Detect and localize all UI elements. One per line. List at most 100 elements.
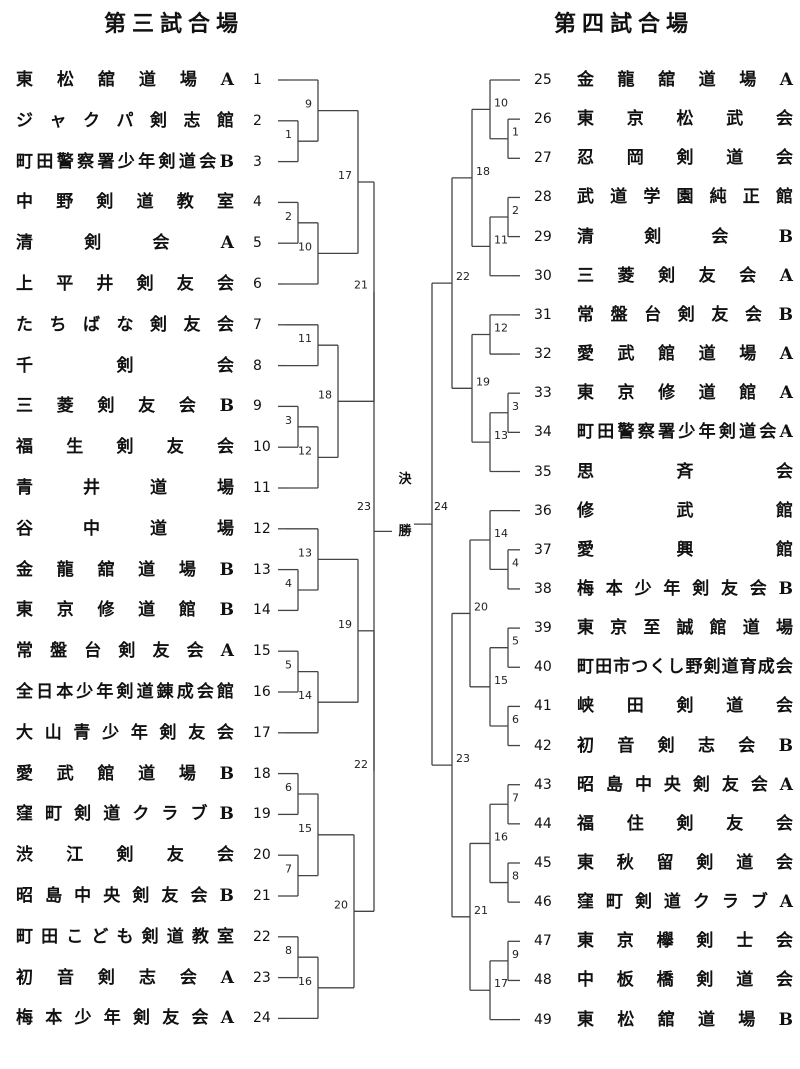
- match-number: 2: [512, 204, 519, 217]
- team-number: 10: [253, 439, 271, 456]
- match-number: 13: [298, 546, 312, 559]
- team-number: 45: [534, 855, 552, 871]
- match-number: 7: [512, 791, 519, 804]
- team-number: 34: [534, 424, 552, 441]
- match-number: 10: [298, 240, 312, 253]
- match-number: 21: [354, 279, 368, 292]
- team-number: 30: [534, 267, 552, 284]
- team-name: 中板橋剣道会: [577, 970, 793, 991]
- match-number: 10: [494, 96, 508, 109]
- team-number: 28: [534, 189, 552, 206]
- team-number: 40: [534, 659, 552, 676]
- team-number: 36: [534, 502, 552, 519]
- team-name: たちばな剣友会: [16, 314, 234, 335]
- team-name: 思斉会: [577, 461, 793, 482]
- team-number: 48: [534, 972, 552, 989]
- team-number: 39: [534, 620, 552, 637]
- match-number: 22: [354, 758, 368, 771]
- team-number: 22: [253, 928, 271, 945]
- match-number: 1: [285, 128, 292, 141]
- match-number: 12: [494, 321, 508, 334]
- match-number: 20: [474, 600, 488, 613]
- team-number: 15: [253, 643, 271, 660]
- team-name: 福住剣友会: [577, 813, 793, 834]
- team-number: 18: [253, 765, 271, 782]
- team-number: 19: [253, 806, 271, 823]
- team-number: 12: [253, 520, 271, 537]
- team-number: 27: [534, 150, 552, 167]
- match-number: 16: [494, 830, 508, 843]
- venue-left-title: 第三試合場: [104, 11, 245, 37]
- team-number: 29: [534, 228, 552, 245]
- team-number: 16: [253, 684, 271, 700]
- team-number: 41: [534, 698, 552, 715]
- match-number: 9: [512, 948, 519, 961]
- team-number: 13: [253, 561, 271, 578]
- final-label-top: 決: [398, 472, 412, 487]
- team-number: 33: [534, 385, 552, 402]
- match-number: 22: [456, 270, 470, 283]
- team-number: 42: [534, 737, 552, 754]
- match-number: 12: [298, 444, 312, 457]
- team-number: 37: [534, 541, 552, 558]
- match-number: 19: [338, 618, 352, 631]
- team-name: 谷中道場: [16, 518, 234, 539]
- team-number: 9: [253, 398, 262, 415]
- team-name: 青井道場: [16, 478, 234, 498]
- team-number: 14: [253, 602, 271, 619]
- match-number: 11: [298, 332, 312, 345]
- team-number: 8: [253, 357, 262, 374]
- team-name: 忍岡剣道会: [577, 148, 793, 169]
- match-number: 5: [285, 659, 292, 672]
- team-number: 21: [253, 888, 271, 904]
- team-number: 47: [534, 933, 552, 950]
- team-number: 17: [253, 724, 271, 741]
- team-number: 6: [253, 276, 262, 292]
- match-number: 18: [318, 388, 332, 401]
- match-number: 18: [476, 165, 490, 178]
- match-number: 1: [512, 126, 519, 139]
- match-number: 3: [512, 400, 519, 413]
- team-name: 上平井剣友会: [16, 274, 234, 294]
- match-number: 8: [512, 870, 519, 883]
- team-number: 24: [253, 1010, 271, 1027]
- match-number: 14: [298, 689, 312, 702]
- team-name: ジャクパ剣志館: [16, 110, 234, 131]
- match-number: 15: [494, 674, 508, 687]
- team-name: 愛興館: [577, 539, 793, 560]
- match-number: 5: [512, 635, 519, 648]
- team-number: 49: [534, 1011, 552, 1028]
- team-name: 町田こども剣道教室: [16, 926, 234, 947]
- team-number: 1: [253, 72, 262, 88]
- match-number: 13: [494, 429, 508, 442]
- team-name: 東京至誠館道場: [577, 618, 793, 639]
- match-number: 15: [298, 822, 312, 835]
- team-name: 東京松武会: [577, 109, 793, 130]
- match-number: 4: [512, 556, 519, 569]
- team-number: 7: [253, 316, 262, 333]
- final-right-number: 24: [434, 500, 448, 513]
- team-name: 全日本少年剣道錬成会館: [16, 682, 234, 702]
- match-number: 8: [285, 944, 292, 957]
- final-label-bottom: 勝: [398, 524, 412, 539]
- team-number: 5: [253, 235, 262, 252]
- team-number: 46: [534, 894, 552, 911]
- team-name: 武道学園純正館: [577, 187, 793, 208]
- match-number: 9: [305, 98, 312, 111]
- team-number: 26: [534, 111, 552, 128]
